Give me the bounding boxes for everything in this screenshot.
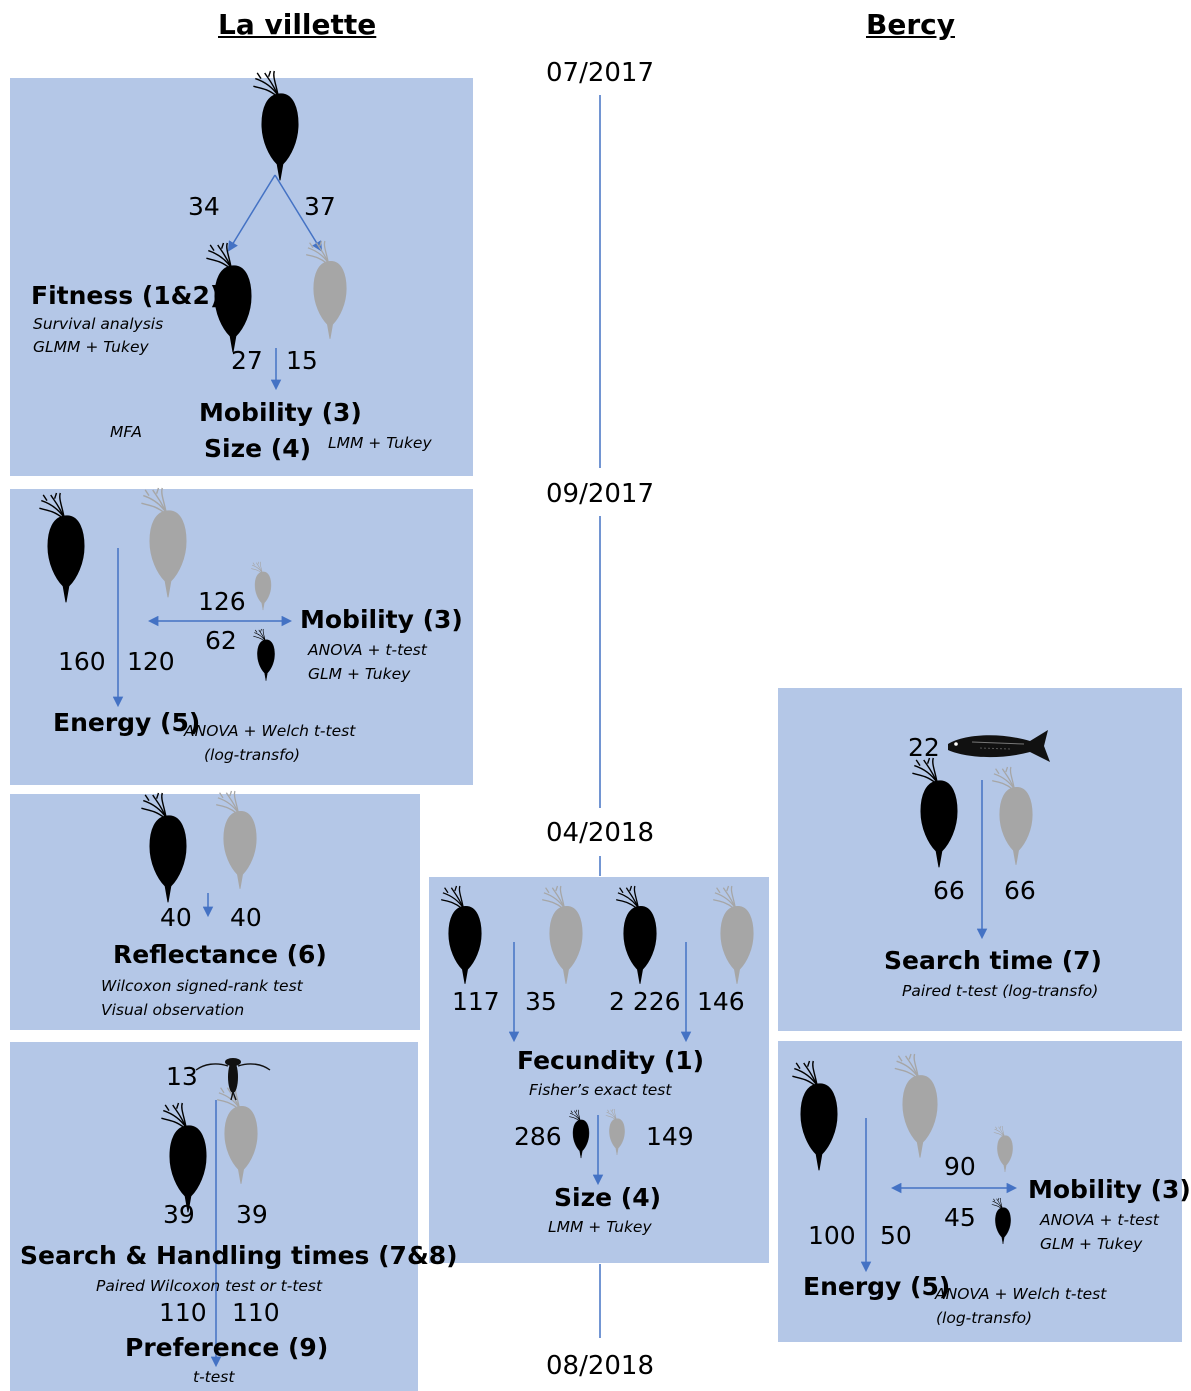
count-label: 40 [230,903,262,932]
count-label: 110 [159,1298,207,1327]
method-label: (log-transfo) [936,1309,1033,1327]
method-label: Visual observation [101,1001,245,1019]
panel-mobility-energy [10,489,473,785]
count-label: 66 [1004,876,1036,905]
reflectance-label: Reflectance (6) [113,940,327,969]
count-label: 149 [646,1122,694,1151]
panel-fecundity-size [429,877,769,1263]
count-label: 286 [514,1122,562,1151]
count-label: 27 [231,346,263,375]
method-label: ANOVA + Welch t-test [184,722,356,740]
count-label: 40 [160,903,192,932]
count-label: 50 [880,1221,912,1250]
count-label: 22 [908,733,940,762]
panel-reflectance [10,794,420,1030]
count-label: 37 [304,192,336,221]
chaoborus-larva-icon [195,1058,271,1101]
energy-label: Energy (5) [53,708,201,737]
daphnia-icon-grey [140,240,1033,1185]
count-label: 110 [232,1298,280,1327]
count-label: 117 [452,987,500,1016]
count-label: 39 [163,1200,195,1229]
mobility-label: Mobility (3) [300,605,463,634]
count-label: 2 226 [609,987,681,1016]
search-handling-label: Search & Handling times (7&8) [20,1241,458,1270]
fecundity-label: Fecundity (1) [517,1046,705,1075]
mobility-label: Mobility (3) [1028,1175,1191,1204]
method-label: GLM + Tukey [308,665,411,683]
count-label: 126 [198,587,246,616]
count-label: 120 [127,647,175,676]
method-label: ANOVA + t-test [1040,1211,1159,1229]
date-label: 04/2018 [545,818,655,848]
method-label: MFA [110,423,142,441]
search-time-label: Search time (7) [884,946,1102,975]
fitness-label: Fitness (1&2) [31,281,222,310]
fish-icon [948,730,1050,762]
preference-label: Preference (9) [125,1333,329,1362]
date-label: 07/2017 [545,58,655,88]
header-bercy: Bercy [866,8,955,41]
count-label: 160 [58,647,106,676]
mobility-label: Mobility (3) [199,398,362,427]
method-label: LMM + Tukey [328,434,432,452]
arrows [112,174,1018,1368]
method-label: ANOVA + t-test [308,641,427,659]
date-label: 08/2018 [545,1351,655,1381]
method-label: LMM + Tukey [548,1218,652,1236]
method-label: GLMM + Tukey [33,338,149,356]
size-label: Size (4) [204,434,312,463]
header-la-villette: La villette [218,8,377,41]
count-label: 15 [286,346,318,375]
size-label: Size (4) [554,1183,662,1212]
energy-label: Energy (5) [803,1272,951,1301]
count-label: 62 [205,626,237,655]
method-label: (log-transfo) [204,746,301,764]
method-label: Wilcoxon signed-rank test [101,977,303,995]
count-label: 39 [236,1200,268,1229]
count-label: 100 [808,1221,856,1250]
method-label: GLM + Tukey [1040,1235,1143,1253]
count-label: 35 [525,987,557,1016]
method-label: ANOVA + Welch t-test [935,1285,1107,1303]
method-label: t-test [193,1368,235,1386]
count-label: 90 [944,1152,976,1181]
method-label: Paired Wilcoxon test or t-test [96,1277,323,1295]
method-label: Fisher’s exact test [529,1081,672,1099]
method-label: Paired t-test (log-transfo) [902,982,1099,1000]
count-label: 146 [697,987,745,1016]
date-label: 09/2017 [545,479,655,509]
panel-search-handling [10,1042,418,1391]
count-label: 13 [166,1062,198,1091]
count-label: 34 [188,192,220,221]
count-label: 66 [933,876,965,905]
count-label: 45 [944,1203,976,1232]
method-label: Survival analysis [33,315,164,333]
